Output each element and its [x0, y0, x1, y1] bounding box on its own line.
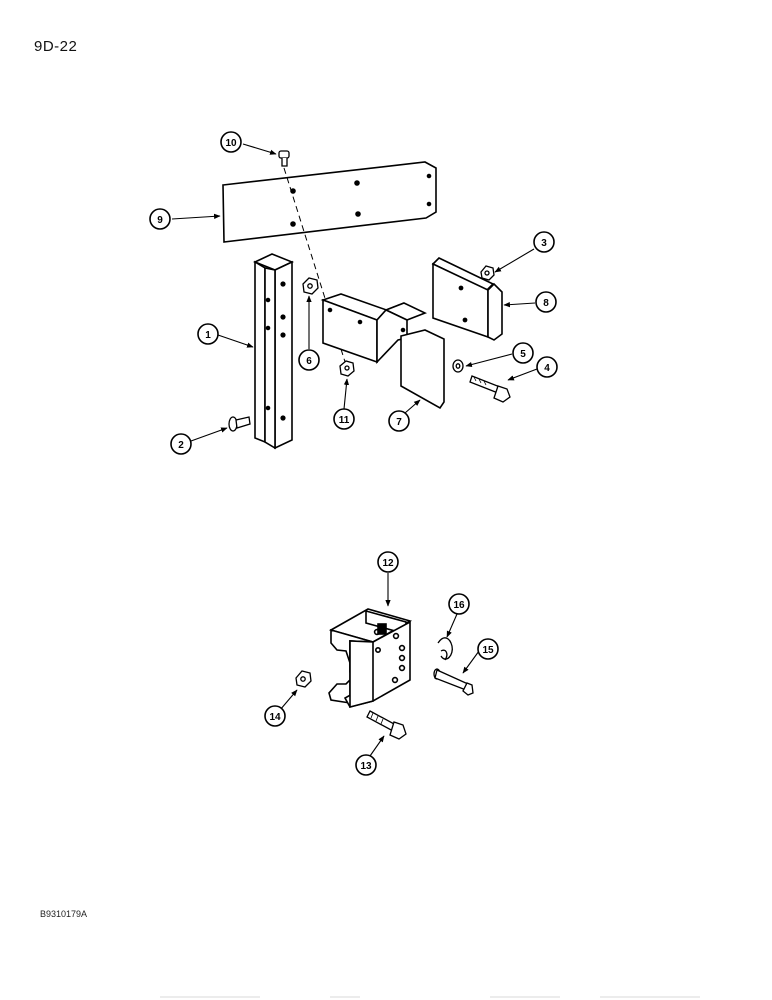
callout-12: 12	[377, 551, 399, 573]
leader-lines	[171, 143, 538, 757]
callout-label-12: 12	[382, 558, 394, 569]
callout-label-7: 7	[396, 417, 402, 428]
callout-label-1: 1	[205, 330, 211, 341]
part-5-washer	[452, 359, 464, 373]
callout-1: 1	[197, 323, 219, 345]
callout-15: 15	[477, 638, 499, 660]
part-15-pin	[433, 668, 474, 696]
page-number: 9D-22	[34, 38, 78, 55]
callout-label-5: 5	[520, 349, 526, 360]
part-9-plate	[222, 161, 437, 243]
callout-6: 6	[298, 349, 320, 371]
part-14-nut	[295, 670, 312, 688]
callout-label-11: 11	[339, 415, 350, 426]
callout-label-8: 8	[543, 298, 549, 309]
part-13-bolt	[366, 710, 407, 740]
callout-label-3: 3	[541, 238, 547, 249]
part-11-nut	[339, 360, 355, 377]
callout-label-10: 10	[225, 138, 237, 149]
callout-13: 13	[355, 754, 377, 776]
part-7-bracket	[320, 293, 445, 410]
part-4-bolt	[469, 375, 511, 403]
callout-label-15: 15	[482, 645, 494, 656]
part-10-bolt	[278, 150, 290, 167]
part-16-pin	[437, 637, 453, 661]
callout-11: 11	[333, 408, 355, 430]
callout-label-16: 16	[453, 600, 465, 611]
callout-9: 9	[149, 208, 171, 230]
callout-label-14: 14	[269, 712, 281, 723]
part-12-bracket	[328, 608, 413, 709]
part-1-channel	[252, 253, 295, 450]
callout-label-9: 9	[157, 215, 163, 226]
part-8-bracket	[431, 257, 503, 341]
callout-4: 4	[536, 356, 558, 378]
callout-14: 14	[264, 705, 286, 727]
callout-label-6: 6	[306, 356, 312, 367]
callout-2: 2	[170, 433, 192, 455]
part-6-nut	[302, 277, 319, 295]
part-2-bolt	[228, 416, 251, 432]
callout-label-4: 4	[544, 363, 550, 374]
callout-8: 8	[535, 291, 557, 313]
callout-7: 7	[388, 410, 410, 432]
callout-label-13: 13	[360, 761, 372, 772]
callout-label-2: 2	[178, 440, 184, 451]
callout-5: 5	[512, 342, 534, 364]
reference-code: B9310179A	[40, 909, 88, 919]
part-3-nut	[480, 265, 495, 281]
callout-3: 3	[533, 231, 555, 253]
callout-10: 10	[220, 131, 242, 153]
callout-16: 16	[448, 593, 470, 615]
